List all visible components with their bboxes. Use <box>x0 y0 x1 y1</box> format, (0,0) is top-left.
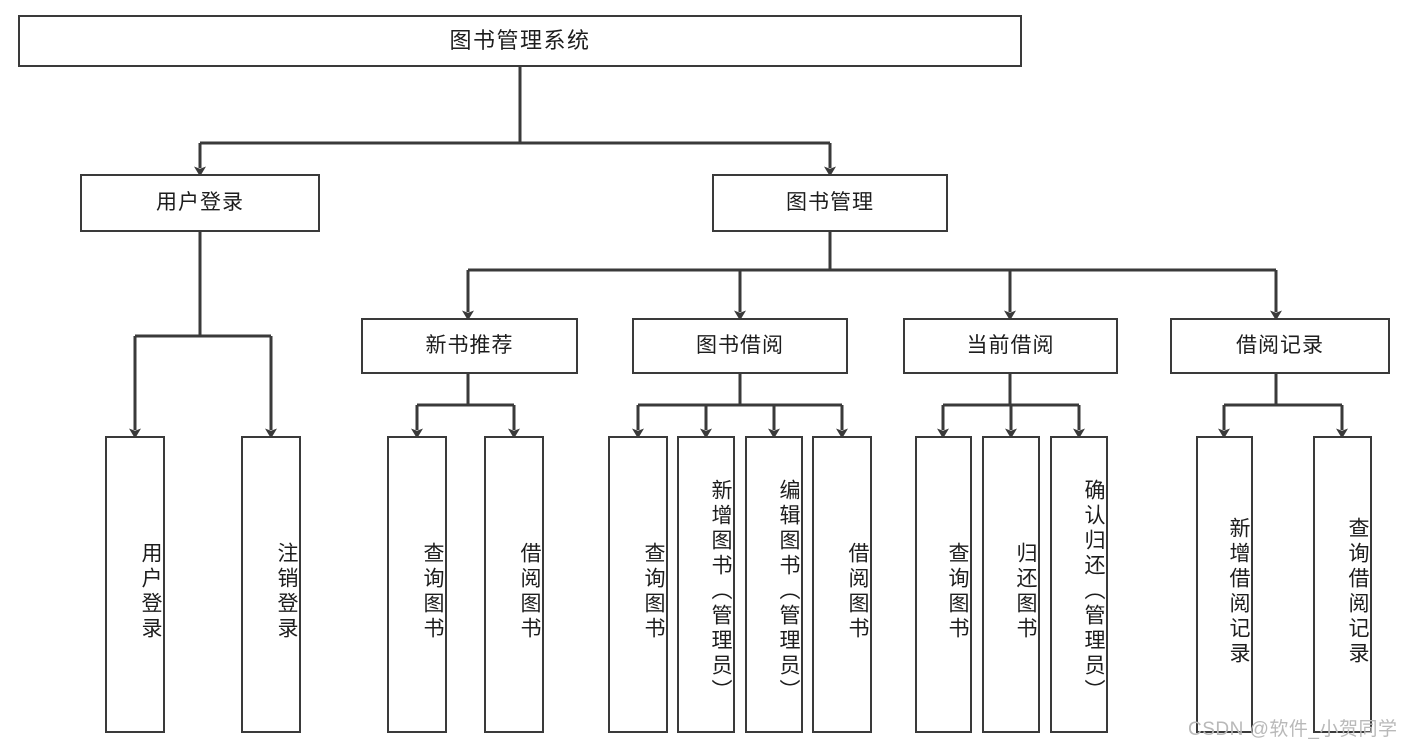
csdn-watermark: CSDN @软件_小贺同学 <box>1188 719 1398 740</box>
leaf-return-book[interactable]: 归还图书 <box>982 436 1040 733</box>
leaf-confirm-return-admin[interactable]: 确认归还（管理员） <box>1050 436 1108 733</box>
leaf-edit-book-admin[interactable]: 编辑图书（管理员） <box>745 436 803 733</box>
leaf-user-login[interactable]: 用户登录 <box>105 436 165 733</box>
node-book-borrow[interactable]: 图书借阅 <box>632 318 848 374</box>
leaf-borrow-book[interactable]: 借阅图书 <box>812 436 872 733</box>
node-user-login[interactable]: 用户登录 <box>80 174 320 232</box>
node-book-management[interactable]: 图书管理 <box>712 174 948 232</box>
node-root-system[interactable]: 图书管理系统 <box>18 15 1022 67</box>
leaf-query-book-newbook[interactable]: 查询图书 <box>387 436 447 733</box>
leaf-add-book-admin[interactable]: 新增图书（管理员） <box>677 436 735 733</box>
leaf-query-book-borrow[interactable]: 查询图书 <box>608 436 668 733</box>
node-new-book-recommend[interactable]: 新书推荐 <box>361 318 578 374</box>
leaf-logout-login[interactable]: 注销登录 <box>241 436 301 733</box>
leaf-add-borrow-record[interactable]: 新增借阅记录 <box>1196 436 1253 733</box>
node-borrow-records[interactable]: 借阅记录 <box>1170 318 1390 374</box>
leaf-query-borrow-record[interactable]: 查询借阅记录 <box>1313 436 1372 733</box>
leaf-borrow-book-newbook[interactable]: 借阅图书 <box>484 436 544 733</box>
node-current-borrow[interactable]: 当前借阅 <box>903 318 1118 374</box>
leaf-query-book-current[interactable]: 查询图书 <box>915 436 972 733</box>
